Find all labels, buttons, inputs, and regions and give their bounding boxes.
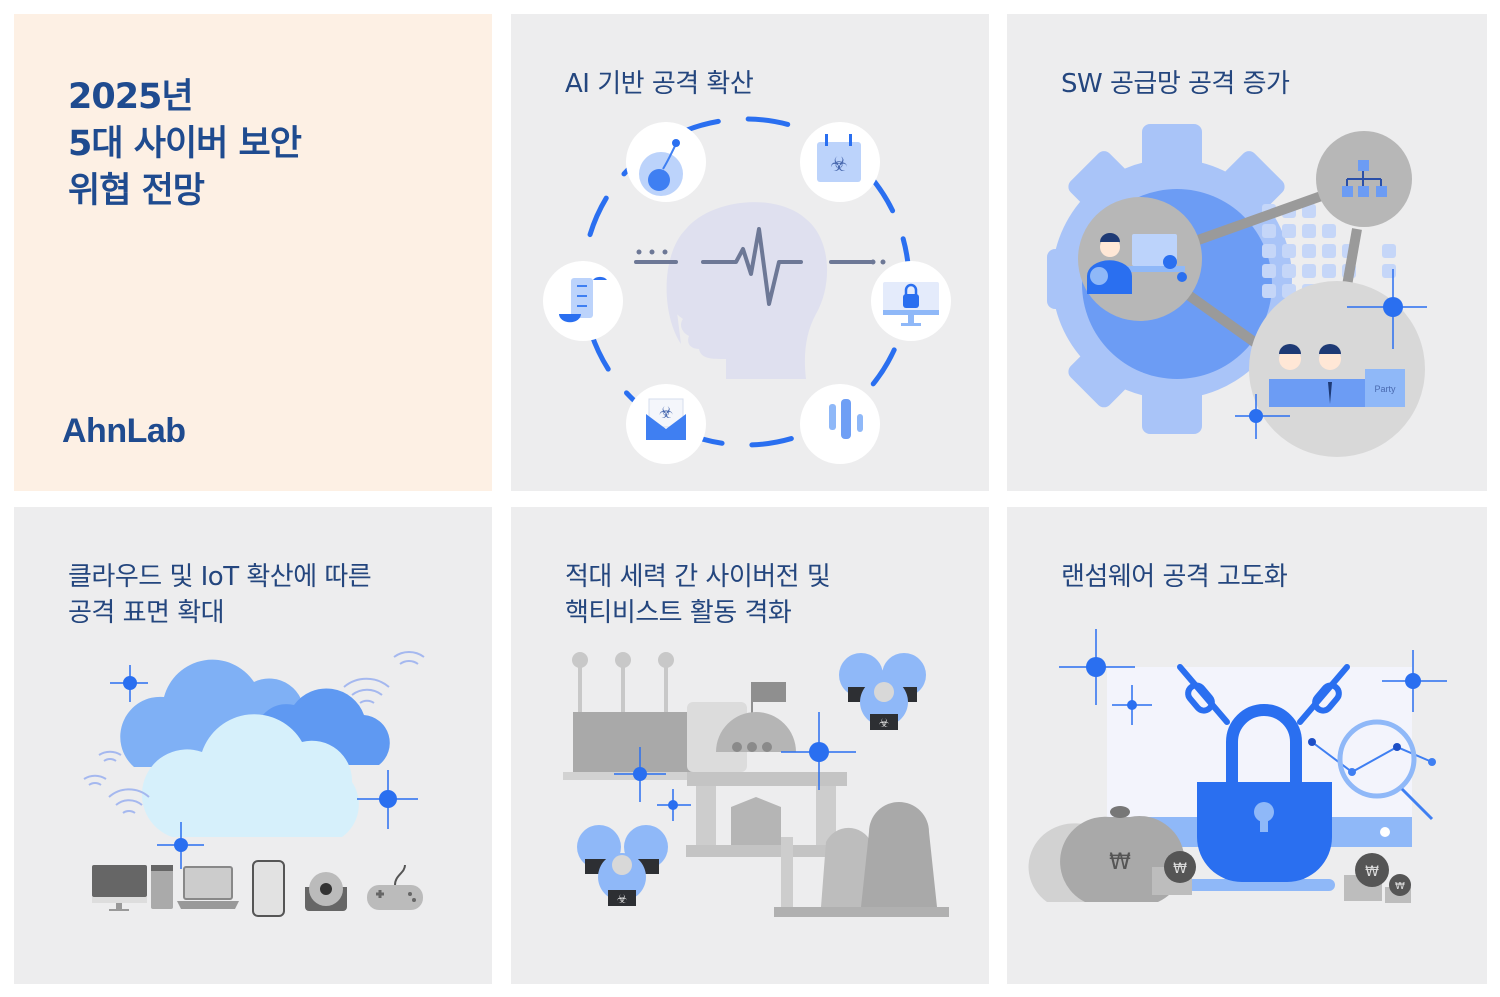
money-bag-icon: ₩ xyxy=(1028,806,1185,902)
svg-text:☣: ☣ xyxy=(659,403,673,422)
developer-node-icon xyxy=(1078,197,1202,321)
pulse-line-icon xyxy=(634,227,873,306)
third-party-node-icon: Party xyxy=(1249,281,1425,457)
webcam-icon xyxy=(305,872,347,911)
scroll-script-icon xyxy=(543,261,623,341)
sparkle-icon xyxy=(614,712,856,821)
hacker-group-icon: ☣ xyxy=(577,825,668,906)
threat-title: SW 공급망 공격 증가 xyxy=(1061,69,1290,99)
svg-text:₩: ₩ xyxy=(1365,864,1379,880)
ransomware-illustration: ₩ ₩ ₩ ₩ xyxy=(1028,629,1447,903)
svg-text:☣: ☣ xyxy=(830,152,848,176)
svg-text:☣: ☣ xyxy=(879,716,890,730)
desktop-icon xyxy=(92,865,147,911)
bomb-icon xyxy=(626,122,706,202)
coin-stack-icon: ₩ ₩ ₩ xyxy=(1152,851,1411,903)
hacker-group-icon: ☣ xyxy=(839,653,926,730)
threat-card-cloud-iot: 클라우드 및 IoT 확산에 따른 공격 표면 확대 xyxy=(14,507,492,984)
threat-title: 클라우드 및 IoT 확산에 따른 공격 표면 확대 xyxy=(68,562,372,628)
chain-icon xyxy=(1177,664,1350,725)
svg-text:₩: ₩ xyxy=(1395,881,1405,892)
laptop-icon xyxy=(177,866,239,909)
sparkle-icon xyxy=(110,665,418,869)
threat-card-ransomware: 랜섬웨어 공격 고도화 xyxy=(1007,507,1487,984)
threat-card-cyberwar: 적대 세력 간 사이버전 및 핵티비스트 활동 격화 xyxy=(511,507,989,984)
third-party-badge: Party xyxy=(1374,384,1396,394)
biohazard-calendar-icon: ☣ xyxy=(800,122,880,202)
power-plant-icon xyxy=(774,802,949,917)
cover-title-line-1: 2025년 xyxy=(68,77,194,117)
head-silhouette-icon xyxy=(666,202,828,379)
cloud-iot-illustration xyxy=(83,651,425,917)
padlock-icon xyxy=(1197,704,1332,882)
cyberwar-illustration: ☣ ☣ xyxy=(563,652,949,917)
cloud-icon xyxy=(120,659,390,837)
threat-title: 랜섬웨어 공격 고도화 xyxy=(1061,562,1288,592)
sparkle-icon xyxy=(1059,629,1447,725)
cover-title: 2025년 5대 사이버 보안 위협 전망 xyxy=(68,74,302,215)
cover-title-line-2: 5대 사이버 보안 xyxy=(68,124,302,164)
threat-title: 적대 세력 간 사이버전 및 핵티비스트 활동 격화 xyxy=(565,562,831,628)
supply-chain-illustration: Party xyxy=(1047,124,1427,457)
biohazard-mail-icon: ☣ xyxy=(626,384,706,464)
wifi-signal-icon xyxy=(83,651,425,814)
svg-text:☣: ☣ xyxy=(617,892,628,906)
sparkle-icon xyxy=(1235,269,1427,439)
threat-card-ai-attacks: AI 기반 공격 확산 ☣ xyxy=(511,14,989,491)
ahnlab-logo: AhnLab xyxy=(62,412,186,450)
threat-card-supply-chain: SW 공급망 공격 증가 xyxy=(1007,14,1487,491)
org-chart-node-icon xyxy=(1316,131,1412,227)
gamepad-icon xyxy=(367,864,423,910)
threat-title: AI 기반 공격 확산 xyxy=(565,69,754,99)
factory-icon xyxy=(563,652,698,780)
government-building-icon xyxy=(686,682,851,857)
cover-panel: 2025년 5대 사이버 보안 위협 전망 AhnLab xyxy=(14,14,492,491)
ai-attack-illustration: ☣ ☣ xyxy=(543,116,951,464)
magnifier-chart-icon xyxy=(1308,719,1436,821)
cover-title-line-3: 위협 전망 xyxy=(68,171,205,211)
locked-monitor-icon xyxy=(871,261,951,341)
tower-pc-icon xyxy=(151,865,173,909)
missiles-icon xyxy=(800,384,880,464)
svg-text:₩: ₩ xyxy=(1173,861,1187,877)
smartphone-icon xyxy=(252,860,285,917)
svg-text:₩: ₩ xyxy=(1109,850,1131,875)
